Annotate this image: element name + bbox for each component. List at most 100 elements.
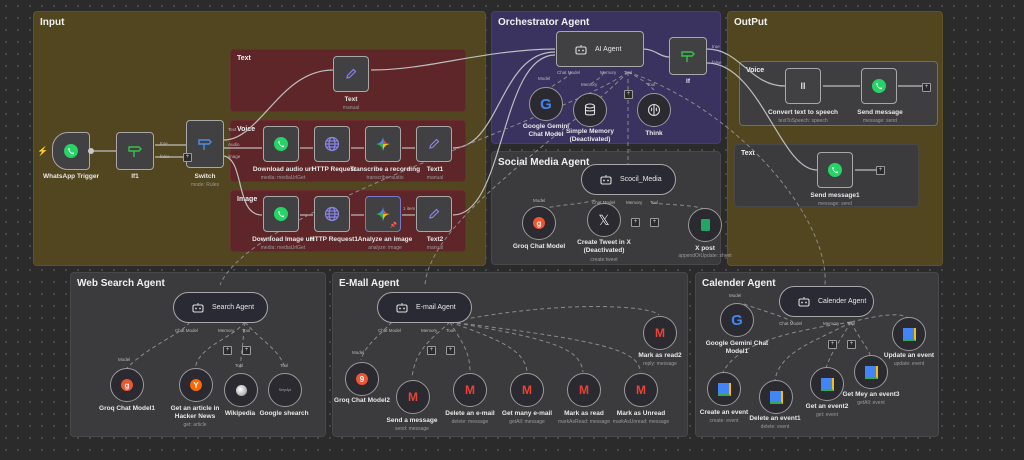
node-sublabel: reply: message [643, 361, 677, 367]
node-sublabel: manual [426, 175, 444, 181]
node-groq[interactable]: g [522, 206, 556, 240]
add-tool-button[interactable]: + [242, 346, 251, 355]
node-google-search[interactable]: SerpApi [268, 373, 302, 407]
node-send-message1[interactable] [817, 152, 853, 188]
add-node-button[interactable]: + [876, 166, 885, 175]
node-label: AI Agent [595, 45, 622, 53]
node-label: Search Agent [212, 304, 255, 311]
google-icon: G [731, 311, 743, 329]
add-tool-button[interactable]: + [650, 218, 659, 227]
node-groq2[interactable]: 9 [345, 362, 379, 396]
node-sublabel: markAsUnread: message [612, 419, 670, 425]
node-whatsapp-trigger[interactable] [52, 132, 90, 170]
gmail-icon: M [636, 383, 646, 397]
port-tool: Tool [446, 328, 455, 333]
node-label: Get an article in Hacker News [170, 405, 220, 420]
whatsapp-icon [274, 137, 288, 151]
add-tool-button[interactable]: + [847, 340, 856, 349]
node-get-many-email[interactable]: M [510, 373, 544, 407]
node-create-event[interactable] [707, 372, 741, 406]
add-tool-button[interactable]: + [446, 346, 455, 355]
node-tts[interactable]: II [785, 68, 821, 104]
gmail-icon: M [655, 326, 665, 340]
port-chat-model: Chat Model [592, 200, 615, 205]
node-label: Wikipedia [224, 410, 256, 417]
node-if[interactable] [669, 37, 707, 75]
node-switch[interactable] [186, 120, 224, 168]
node-x-post[interactable] [688, 208, 722, 242]
node-download-audio[interactable] [263, 126, 299, 162]
port-model: Model [538, 76, 551, 81]
node-think[interactable] [637, 93, 671, 127]
add-memory-button[interactable]: + [223, 346, 232, 355]
node-label: Simple Memory (Deactivated) [565, 128, 615, 143]
node-groq1[interactable]: g [110, 368, 144, 402]
node-send-a-message[interactable]: M [396, 380, 430, 414]
node-label: Send message1 [810, 192, 860, 199]
port-text: Text [228, 127, 237, 132]
port-image: image [228, 154, 241, 159]
robot-icon [798, 297, 810, 307]
pencil-icon [346, 68, 357, 79]
node-gemini1[interactable]: G [720, 303, 754, 337]
node-hacker-news[interactable]: Y [179, 368, 213, 402]
node-label: Mark as Unread [616, 410, 666, 417]
node-get-many-event3[interactable] [854, 355, 888, 389]
google-calendar-icon [902, 327, 916, 341]
globe-icon [324, 136, 340, 152]
node-download-image[interactable] [263, 196, 299, 232]
node-mark-read2[interactable]: M [643, 316, 677, 350]
node-create-tweet[interactable]: 𝕏 [587, 203, 621, 237]
node-sublabel: transcribe: audio [366, 175, 404, 181]
node-mark-read[interactable]: M [567, 373, 601, 407]
add-node-button[interactable]: + [183, 153, 192, 162]
port-audio: Audio [228, 142, 240, 147]
node-transcribe[interactable] [365, 126, 401, 162]
add-node-button[interactable]: + [922, 83, 931, 92]
port-true: true [160, 141, 168, 146]
node-label: Mark as read [564, 410, 604, 417]
node-email-agent[interactable]: E-mail Agent [377, 292, 472, 323]
node-calendar-agent[interactable]: Calender Agent [779, 286, 874, 317]
port-tool: Tool [847, 321, 856, 326]
node-label: Think [645, 130, 663, 137]
google-calendar-icon [717, 382, 731, 396]
node-get-event2[interactable] [810, 367, 844, 401]
group-title: Image [237, 196, 258, 203]
port-memory: Memory [600, 70, 617, 75]
node-text1[interactable] [416, 126, 452, 162]
group-title: Text [237, 55, 251, 62]
node-text[interactable] [333, 56, 369, 92]
port-memory: Memory [581, 82, 598, 87]
node-social-agent[interactable]: Scocil_Media [581, 164, 676, 195]
node-label: Delete an event1 [749, 415, 801, 422]
node-wikipedia[interactable] [224, 373, 258, 407]
add-tool-button[interactable]: + [624, 90, 633, 99]
node-delete-event1[interactable] [759, 380, 793, 414]
node-label: Google Gemini Chat Model1 [705, 340, 769, 355]
node-ai-agent[interactable]: AI Agent [556, 31, 644, 67]
node-analyze-image[interactable]: 📌 [365, 196, 401, 232]
add-memory-button[interactable]: + [631, 218, 640, 227]
node-label: Download Image url [252, 236, 314, 243]
node-update-event[interactable] [892, 317, 926, 351]
gmail-icon: M [465, 383, 475, 397]
node-sublabel: get: article [183, 422, 207, 428]
groq-icon: g [121, 379, 133, 391]
node-http-request1[interactable] [314, 196, 350, 232]
node-mark-unread[interactable]: M [624, 373, 658, 407]
node-search-agent[interactable]: Search Agent [173, 292, 268, 323]
node-delete-email[interactable]: M [453, 373, 487, 407]
whatsapp-icon [274, 207, 288, 221]
google-calendar-icon [769, 390, 783, 404]
node-send-message[interactable] [861, 68, 897, 104]
node-text2[interactable] [416, 196, 452, 232]
output-port[interactable] [88, 148, 94, 154]
node-label: X post [695, 245, 715, 252]
add-memory-button[interactable]: + [427, 346, 436, 355]
add-memory-button[interactable]: + [828, 340, 837, 349]
node-simple-memory[interactable] [573, 93, 607, 127]
node-if1[interactable] [116, 132, 154, 170]
node-gemini[interactable]: G [529, 87, 563, 121]
node-http-request[interactable] [314, 126, 350, 162]
